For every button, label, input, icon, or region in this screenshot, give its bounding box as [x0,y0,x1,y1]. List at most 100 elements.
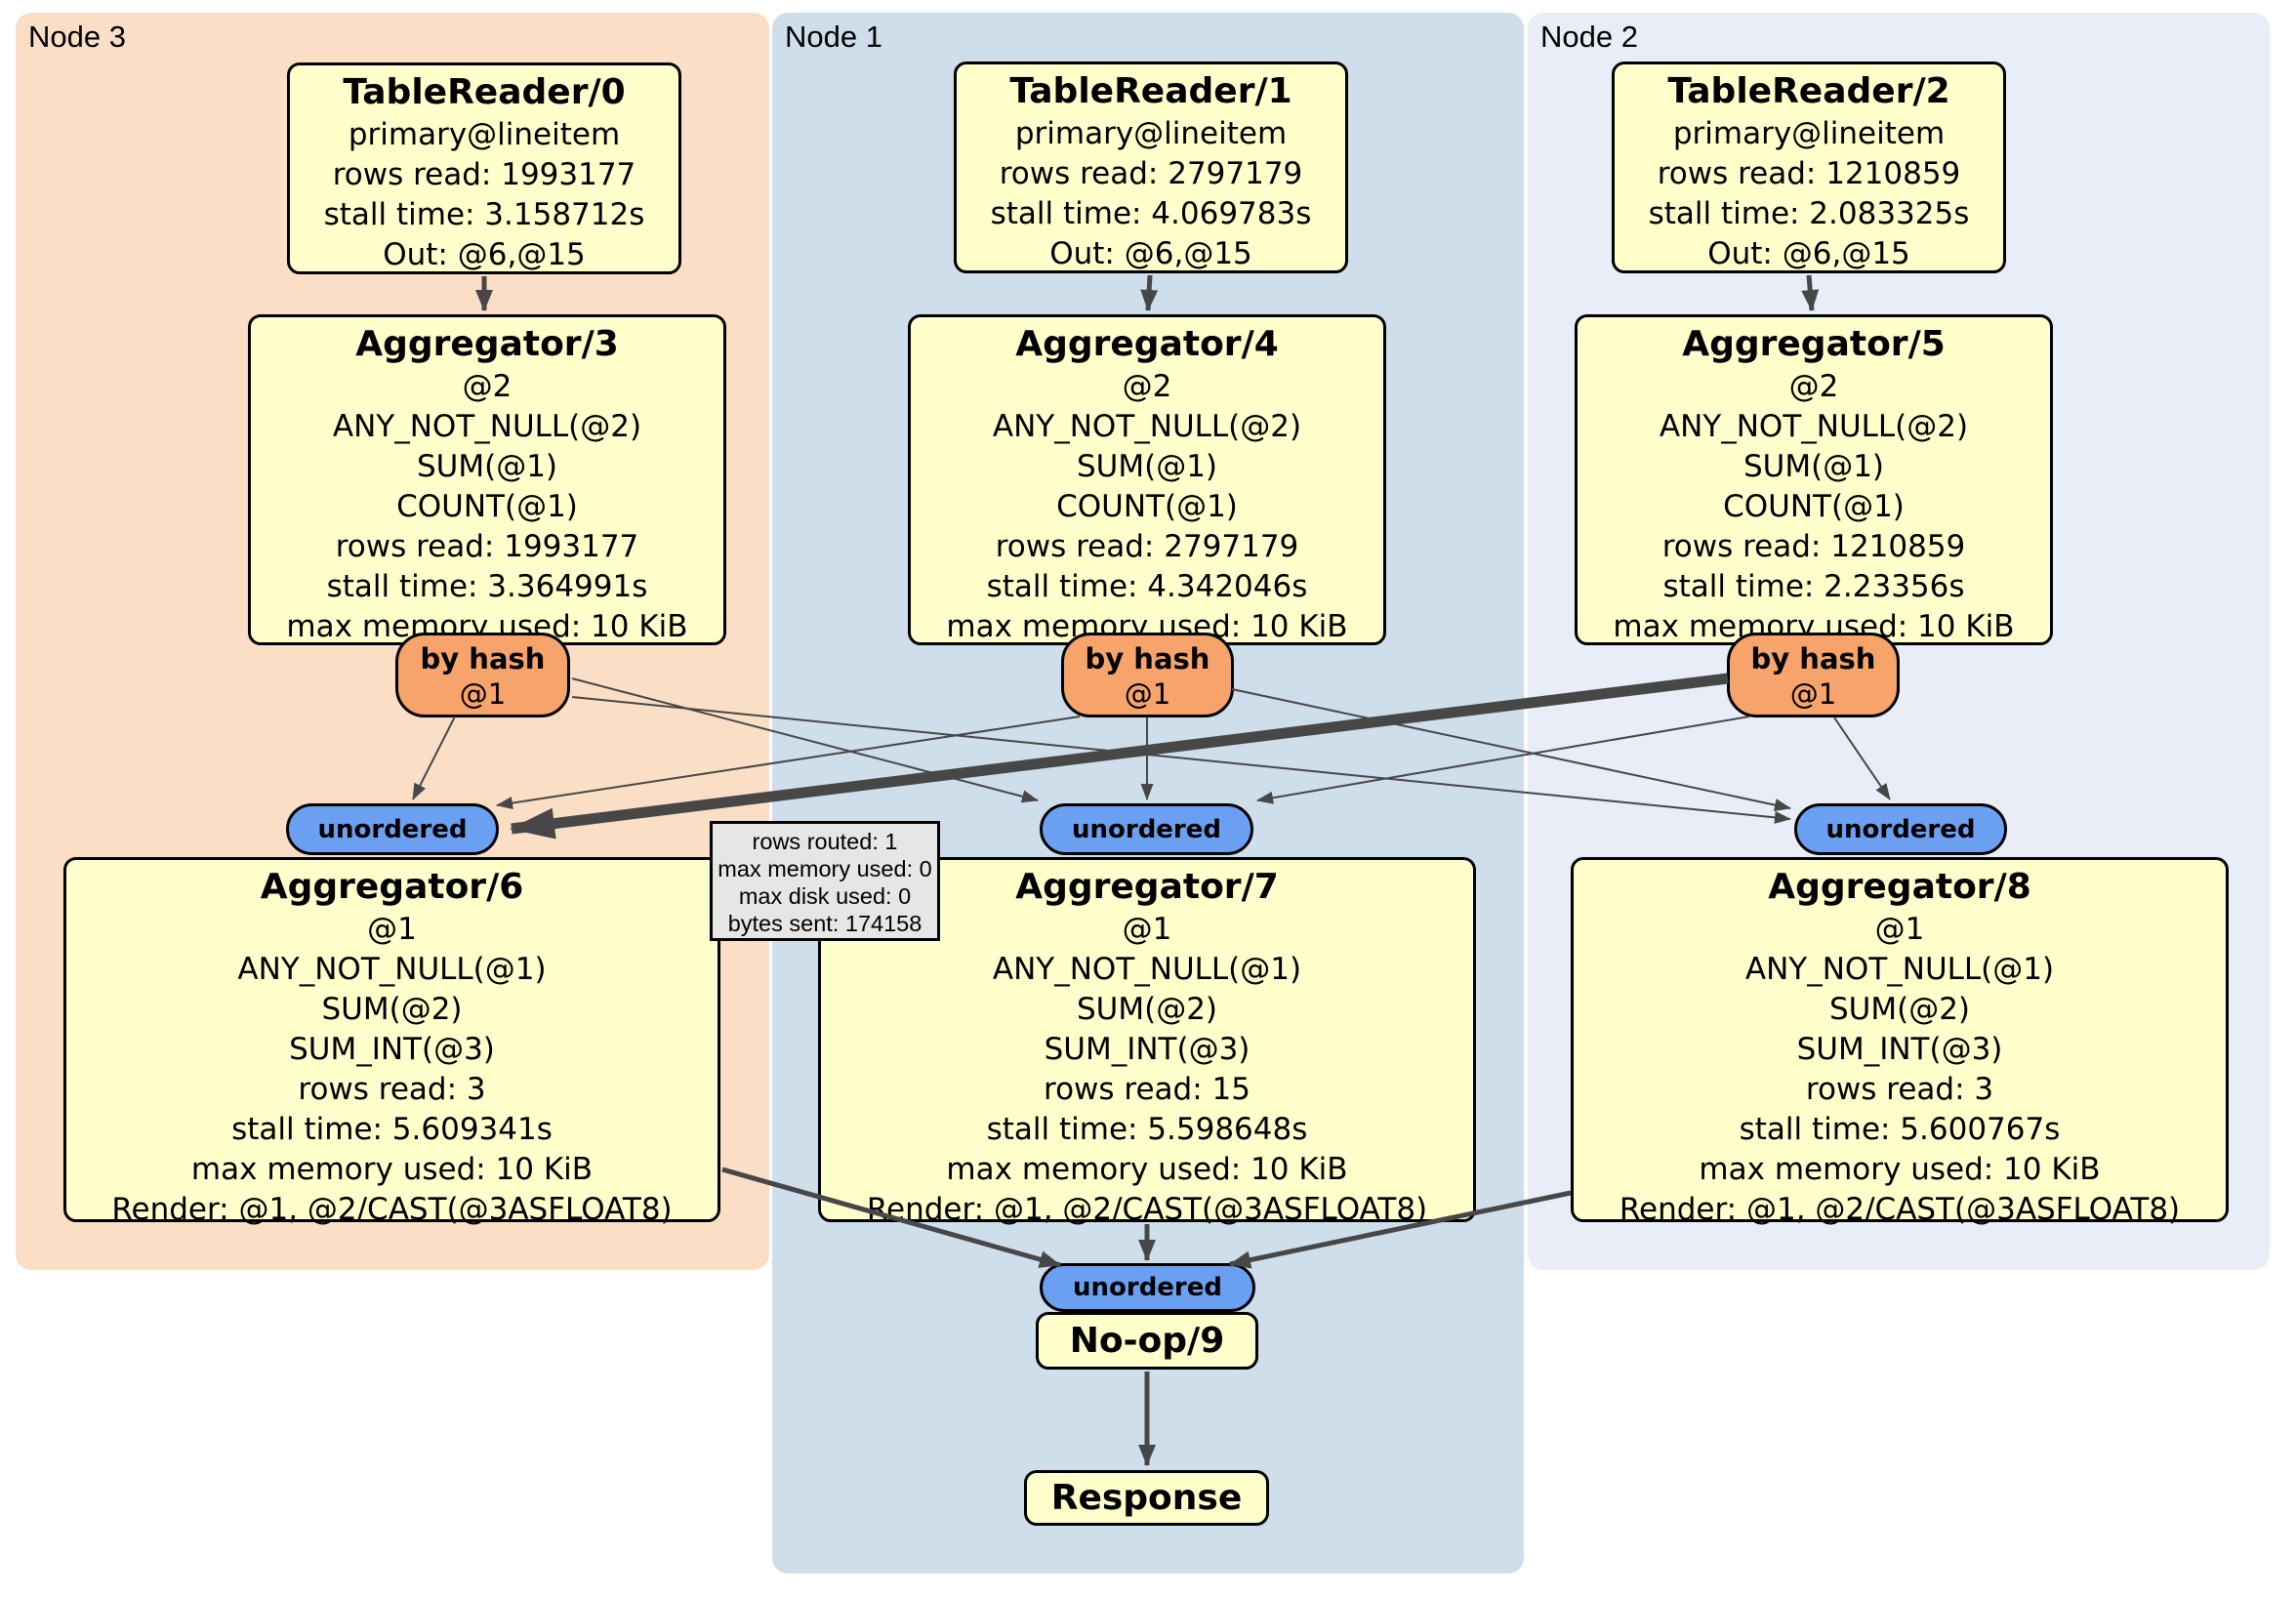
processor-detail: Out: @6,@15 [1707,236,1910,271]
processor-detail: Out: @6,@15 [1049,236,1252,271]
processor-detail: Render: @1, @2/CAST(@3ASFLOAT8) [111,1192,673,1227]
edge-aggregator8-syncnoop[interactable] [1229,1190,1572,1269]
router-by-hash-node3[interactable]: by hash @1 [395,633,570,717]
processor-detail: stall time: 2.23356s [1662,569,1965,604]
edge-router1-sync3[interactable] [496,716,1081,810]
node-label-node3: Node 3 [28,20,126,54]
synchronizer-unordered-node3[interactable]: unordered [286,803,499,855]
edge-router3-sync1[interactable] [571,677,1039,803]
processor-title: Aggregator/4 [1015,324,1279,364]
processor-detail: stall time: 5.600767s [1739,1112,2061,1147]
edge-tablereader1-aggregator4[interactable] [1140,274,1159,311]
router-title: by hash [420,642,546,676]
node-label-node1: Node 1 [785,20,882,54]
edge-router2-sync1[interactable] [1256,716,1750,804]
processor-detail: @1 [1874,912,1925,947]
processor-detail: Out: @6,@15 [383,237,586,272]
processor-detail: stall time: 5.609341s [231,1112,553,1147]
synchronizer-label: unordered [317,814,468,844]
processor-no-op-9[interactable]: No-op/9 [1036,1312,1258,1370]
processor-detail: ANY_NOT_NULL(@1) [992,952,1302,987]
edge-router3-sync2[interactable] [571,696,1791,824]
processor-detail: SUM(@2) [1076,992,1218,1027]
processor-detail: stall time: 4.342046s [986,569,1308,604]
processor-tablereader-2[interactable]: TableReader/2 primary@lineitem rows read… [1612,61,2006,273]
processor-aggregator-5[interactable]: Aggregator/5 @2 ANY_NOT_NULL(@2) SUM(@1)… [1575,314,2053,645]
processor-detail: stall time: 2.083325s [1648,196,1970,231]
processor-tablereader-0[interactable]: TableReader/0 primary@lineitem rows read… [287,62,681,274]
processor-detail: primary@lineitem [1014,116,1288,151]
edge-stats-tooltip: rows routed: 1 max memory used: 0 max di… [710,821,940,941]
edge-router3-sync3[interactable] [412,716,456,800]
processor-detail: rows read: 1993177 [332,157,636,192]
processor-title: Aggregator/5 [1682,324,1946,364]
processor-detail: stall time: 5.598648s [986,1112,1308,1147]
processor-detail: ANY_NOT_NULL(@2) [992,409,1302,444]
processor-detail: Render: @1, @2/CAST(@3ASFLOAT8) [866,1192,1428,1227]
processor-title: Aggregator/3 [355,324,619,364]
processor-detail: SUM(@1) [1076,449,1218,484]
processor-detail: COUNT(@1) [1723,489,1905,524]
router-subtitle: @1 [1124,677,1171,711]
processor-detail: ANY_NOT_NULL(@2) [332,409,642,444]
synchronizer-label: unordered [1825,814,1976,844]
processor-detail: @2 [462,369,512,404]
processor-detail: SUM_INT(@3) [1796,1032,2003,1067]
synchronizer-unordered-node2[interactable]: unordered [1794,803,2007,855]
processor-detail: @2 [1122,369,1172,404]
processor-detail: SUM(@1) [1742,449,1885,484]
processor-tablereader-1[interactable]: TableReader/1 primary@lineitem rows read… [954,61,1348,273]
synchronizer-unordered-node1[interactable]: unordered [1040,803,1253,855]
router-by-hash-node2[interactable]: by hash @1 [1727,633,1900,717]
synchronizer-label: unordered [1071,814,1222,844]
processor-detail: COUNT(@1) [1056,489,1238,524]
processor-aggregator-8[interactable]: Aggregator/8 @1 ANY_NOT_NULL(@1) SUM(@2)… [1571,857,2229,1227]
processor-detail: SUM_INT(@3) [289,1032,495,1067]
router-subtitle: @1 [459,677,507,711]
processor-detail: rows read: 1210859 [1661,529,1966,564]
router-subtitle: @1 [1789,677,1837,711]
tooltip-line: max disk used: 0 [738,883,912,909]
processor-detail: rows read: 2797179 [995,529,1299,564]
processor-title: Aggregator/8 [1768,867,2031,907]
processor-detail: COUNT(@1) [396,489,578,524]
processor-aggregator-6[interactable]: Aggregator/6 @1 ANY_NOT_NULL(@1) SUM(@2)… [63,857,720,1227]
processor-detail: @1 [1122,912,1172,947]
processor-detail: stall time: 4.069783s [990,196,1312,231]
processor-detail: max memory used: 10 KiB [946,1152,1348,1187]
edge-group [412,274,1891,1466]
processor-detail: SUM_INT(@3) [1044,1032,1250,1067]
edge-router1-sync2[interactable] [1231,688,1791,812]
processor-detail: SUM(@2) [1828,992,1971,1027]
router-title: by hash [1085,642,1210,676]
processor-detail: primary@lineitem [1672,116,1946,151]
processor-title: No-op/9 [1069,1321,1225,1361]
edge-aggregator6-syncnoop[interactable] [721,1167,1061,1268]
processor-detail: rows read: 3 [1805,1072,1994,1107]
router-title: by hash [1750,642,1876,676]
tooltip-line: bytes sent: 174158 [727,911,922,936]
processor-detail: ANY_NOT_NULL(@2) [1659,409,1969,444]
tooltip-line: max memory used: 0 [718,856,932,881]
node-label-node2: Node 2 [1540,20,1638,54]
router-by-hash-node1[interactable]: by hash @1 [1061,633,1234,717]
processor-title: TableReader/2 [1667,71,1950,111]
processor-detail: ANY_NOT_NULL(@1) [237,952,547,987]
processor-detail: rows read: 3 [298,1072,486,1107]
synchronizer-label: unordered [1072,1273,1223,1302]
processor-detail: Render: @1, @2/CAST(@3ASFLOAT8) [1619,1192,2181,1227]
processor-detail: max memory used: 10 KiB [190,1152,594,1187]
edge-tablereader2-aggregator5[interactable] [1801,274,1820,311]
processor-detail: rows read: 2797179 [999,156,1303,191]
processor-title: TableReader/1 [1009,71,1292,111]
edge-router2-sync2[interactable] [1833,717,1891,800]
synchronizer-unordered-noop[interactable]: unordered [1040,1263,1255,1312]
edge-router2-sync3-highlighted[interactable] [510,673,1729,839]
processor-detail: @2 [1788,369,1839,404]
processor-title: TableReader/0 [343,72,626,112]
processor-detail: rows read: 15 [1044,1072,1250,1107]
processor-response[interactable]: Response [1024,1470,1269,1526]
processor-detail: ANY_NOT_NULL(@1) [1744,952,2055,987]
